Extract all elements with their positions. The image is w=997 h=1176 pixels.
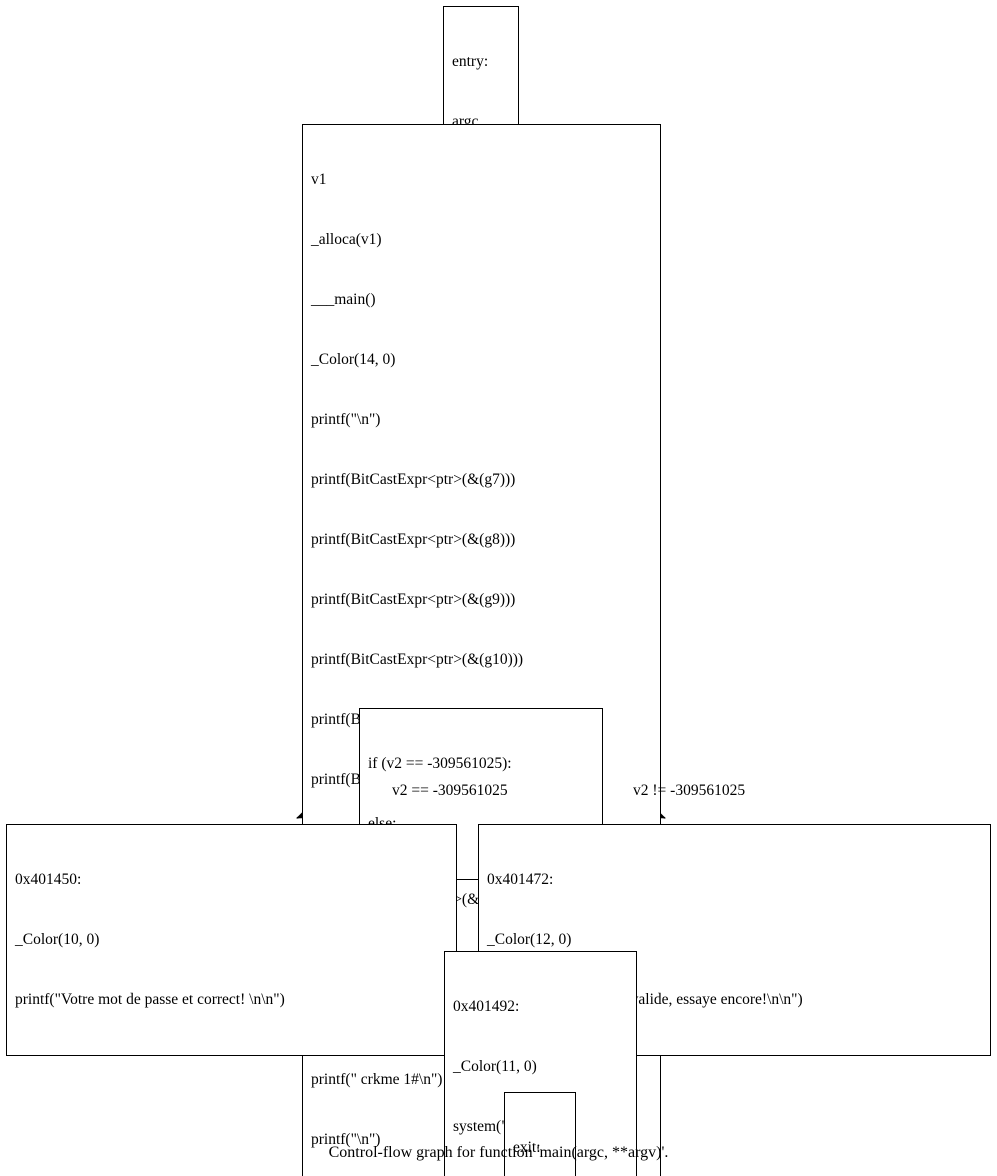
node-main-line: printf(" crkme 1#\n") bbox=[311, 1071, 443, 1088]
node-main-line: printf("\n") bbox=[311, 411, 381, 428]
node-main-line: printf(BitCastExpr<ptr>(&(g7))) bbox=[311, 471, 516, 488]
graph-caption: Control-flow graph for function 'main(ar… bbox=[328, 1144, 669, 1161]
node-block-0x401450[interactable]: 0x401450: _Color(10, 0) printf("Votre mo… bbox=[6, 824, 457, 1056]
node-main-line: printf("\n") bbox=[311, 1131, 381, 1148]
node-main-line: _alloca(v1) bbox=[311, 231, 382, 248]
node-main-line: printf(BitCastExpr<ptr>(&(g8))) bbox=[311, 531, 516, 548]
node-main-line: printf(BitCastExpr<ptr>(&(g10))) bbox=[311, 651, 524, 668]
block-address-label: 0x401472: bbox=[487, 871, 554, 888]
block-address-label: 0x401492: bbox=[453, 998, 520, 1015]
edge-label-false-branch: v2 != -309561025 bbox=[633, 782, 746, 799]
node-main-line: v1 bbox=[311, 171, 327, 188]
block-statement: _Color(11, 0) bbox=[453, 1058, 537, 1075]
block-statement: _Color(10, 0) bbox=[15, 931, 100, 948]
node-main-line: ___main() bbox=[311, 291, 376, 308]
node-main-line: printf(BitCastExpr<ptr>(&(g9))) bbox=[311, 591, 516, 608]
edge-label-true-branch: v2 == -309561025 bbox=[392, 782, 508, 799]
branch-if-line: if (v2 == -309561025): bbox=[368, 755, 512, 772]
block-statement: printf("Votre mot de passe et correct! \… bbox=[15, 991, 285, 1008]
node-exit-line: exit: bbox=[513, 1139, 541, 1156]
block-statement: _Color(12, 0) bbox=[487, 931, 572, 948]
block-address-label: 0x401450: bbox=[15, 871, 82, 888]
node-exit[interactable]: exit: bbox=[504, 1092, 576, 1176]
node-entry-line: entry: bbox=[452, 53, 489, 70]
node-main-line: _Color(14, 0) bbox=[311, 351, 396, 368]
